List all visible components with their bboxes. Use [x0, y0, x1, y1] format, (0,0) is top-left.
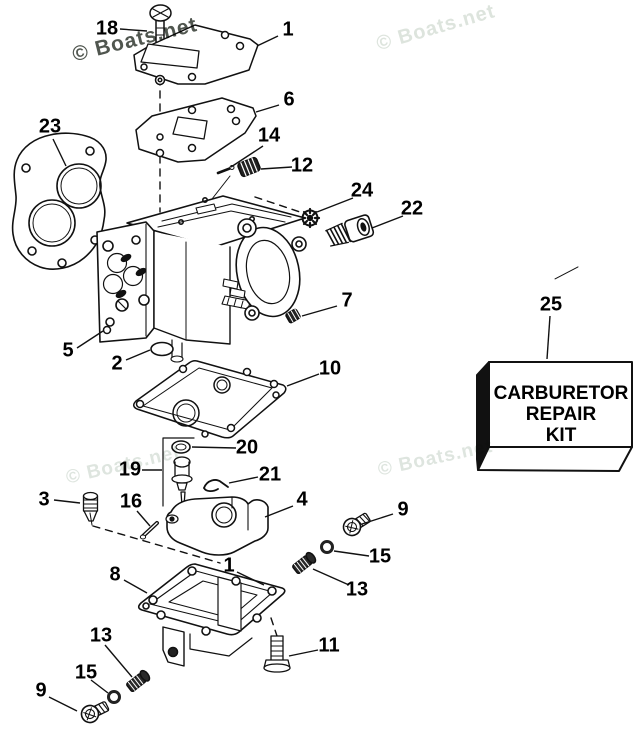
- part-25-repair-kit-box: CARBURETOR REPAIR KIT: [476, 361, 633, 472]
- part-7-plug: [285, 308, 301, 324]
- part-10-bowl-gasket: [133, 360, 287, 439]
- part-12-spring: [237, 156, 261, 178]
- part-4-float: [165, 496, 269, 556]
- part-9-screw-left: [80, 701, 110, 724]
- part-15-washer-right: [320, 540, 334, 554]
- part-20-ring: [171, 440, 191, 454]
- part-19-needle-valve: [171, 456, 193, 507]
- part-2-seal: [150, 341, 174, 357]
- part-23-mount-gasket: [11, 132, 107, 270]
- part-3-screw: [82, 491, 99, 526]
- part-22-screw-spring: [325, 214, 375, 247]
- part-11-bolt: [263, 635, 291, 673]
- part-19-bracket: [162, 437, 195, 507]
- kit-box-line2: REPAIR: [526, 404, 597, 425]
- part-6-gasket-plate: [135, 97, 257, 163]
- assembly-dashed-lines: [92, 77, 304, 637]
- part-1-cover-plate: [133, 24, 259, 86]
- part-14-pin: [211, 165, 235, 200]
- kit-box-line1: CARBURETOR: [494, 383, 629, 404]
- part-9-screw-right: [342, 512, 371, 537]
- part-15-washer-left: [107, 690, 121, 704]
- kit-box-line3: KIT: [546, 425, 577, 446]
- part-carburetor-body: [96, 195, 307, 363]
- part-21-clip: [203, 479, 229, 493]
- part-13-plug-left: [126, 669, 151, 693]
- part-13-plug-right: [292, 266, 579, 575]
- part-16-pin: [139, 521, 159, 540]
- part-8-float-bowl: [137, 563, 286, 667]
- part-5-ball: [102, 325, 112, 335]
